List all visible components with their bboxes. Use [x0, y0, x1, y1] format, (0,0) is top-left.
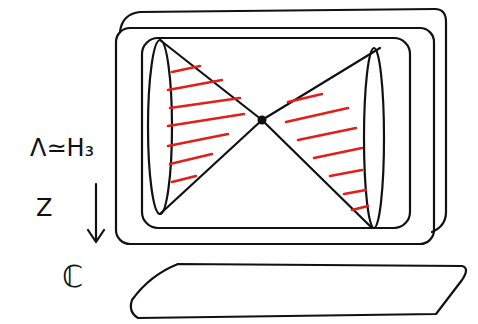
box-front	[116, 28, 434, 244]
map-label: Z	[36, 196, 52, 220]
space-label: Λ≃H₃	[30, 136, 94, 160]
box-inner	[142, 38, 410, 228]
cone-line	[160, 40, 372, 228]
red-hatching	[168, 66, 368, 210]
apex-dot	[258, 116, 267, 125]
cone-line	[160, 48, 380, 214]
map-arrow	[88, 184, 104, 242]
cone-end	[364, 48, 384, 228]
complex-plane	[131, 264, 466, 318]
box-outline	[120, 9, 446, 232]
plane-label: ℂ	[62, 262, 83, 292]
